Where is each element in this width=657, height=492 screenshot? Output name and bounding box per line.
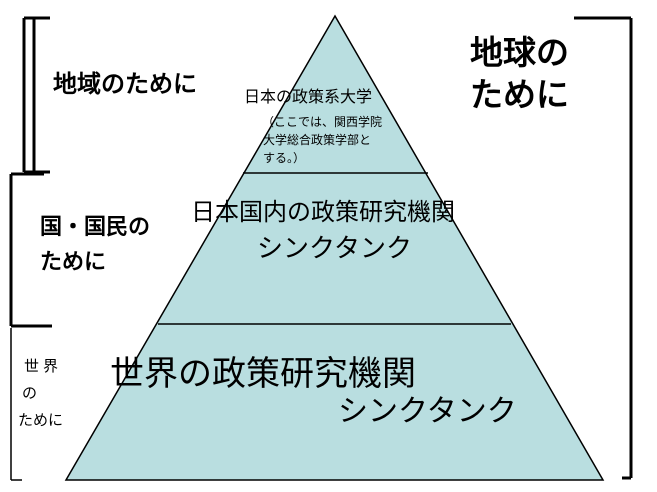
tier-top-title: 日本の政策系大学 [244, 87, 373, 106]
tier-middle-subtitle: シンクタンク [257, 234, 412, 264]
bracket-regional [22, 16, 50, 174]
tier-top-note-line1: （ここでは、関西学院 [262, 115, 383, 129]
tier-bottom-subtitle: シンクタンク [338, 394, 517, 429]
pyramid [64, 14, 605, 481]
bracket-world [10, 328, 22, 481]
label-earth-line2: ために [470, 75, 569, 114]
label-world-line3: ために [18, 411, 64, 429]
bracket-earth [574, 16, 633, 480]
tier-top-note-line2: 大学総合政策学部と [263, 133, 372, 147]
tier-bottom-title: 世界の政策研究機関 [110, 354, 416, 394]
label-national-line1: 国・国民の [40, 215, 151, 240]
label-national-line2: ために [40, 250, 107, 275]
tier-top-note-line3: する。） [263, 151, 306, 165]
label-world-line1: 世界 [24, 357, 63, 375]
tier-middle-title: 日本国内の政策研究機関 [191, 198, 455, 226]
bracket-national [9, 172, 52, 328]
label-world-line2: の [22, 384, 38, 402]
label-earth-line1: 地球の [470, 33, 569, 72]
label-regional: 地域のために [53, 70, 197, 98]
